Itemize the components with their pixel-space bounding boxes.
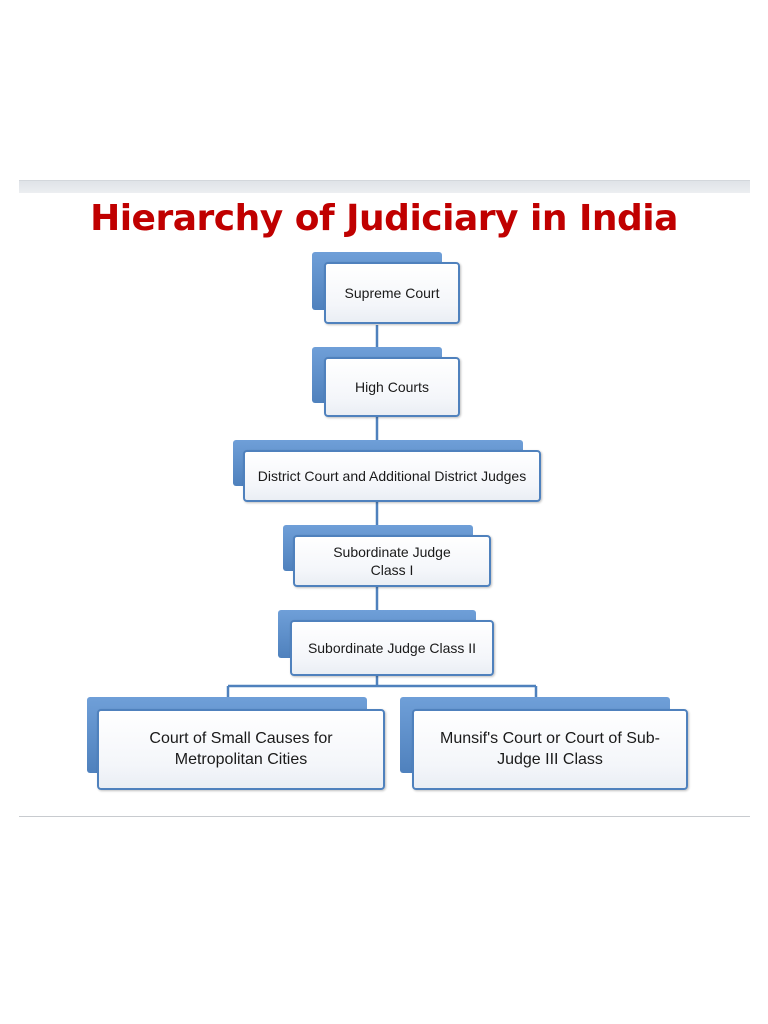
node-high-courts: High Courts — [312, 347, 460, 417]
node-box: Subordinate Judge Class I — [293, 535, 491, 587]
node-box: Subordinate Judge Class II — [290, 620, 494, 676]
node-box: Munsif's Court or Court of Sub-Judge III… — [412, 709, 688, 790]
node-label: Subordinate Judge Class II — [307, 639, 477, 656]
node-supreme-court: Supreme Court — [312, 252, 460, 326]
node-label: Supreme Court — [344, 284, 440, 301]
footer-divider — [19, 816, 750, 817]
node-munsifs-court: Munsif's Court or Court of Sub-Judge III… — [400, 697, 688, 790]
node-box: High Courts — [324, 357, 460, 417]
node-label: Court of Small Causes for Metropolitan C… — [149, 729, 333, 768]
node-label: High Courts — [355, 378, 429, 395]
header-band — [19, 180, 750, 193]
node-label: Subordinate Judge Class I — [333, 543, 451, 578]
node-box: District Court and Additional District J… — [243, 450, 541, 502]
node-district-court: District Court and Additional District J… — [233, 440, 541, 502]
node-label: Munsif's Court or Court of Sub-Judge III… — [439, 729, 661, 768]
node-court-of-small-causes: Court of Small Causes for Metropolitan C… — [87, 697, 385, 790]
node-box: Court of Small Causes for Metropolitan C… — [97, 709, 385, 790]
page-title: Hierarchy of Judiciary in India — [90, 198, 678, 239]
node-subordinate-judge-class-2: Subordinate Judge Class II — [278, 610, 494, 676]
node-box: Supreme Court — [324, 262, 460, 324]
node-subordinate-judge-class-1: Subordinate Judge Class I — [283, 525, 491, 587]
node-label: District Court and Additional District J… — [257, 467, 527, 484]
